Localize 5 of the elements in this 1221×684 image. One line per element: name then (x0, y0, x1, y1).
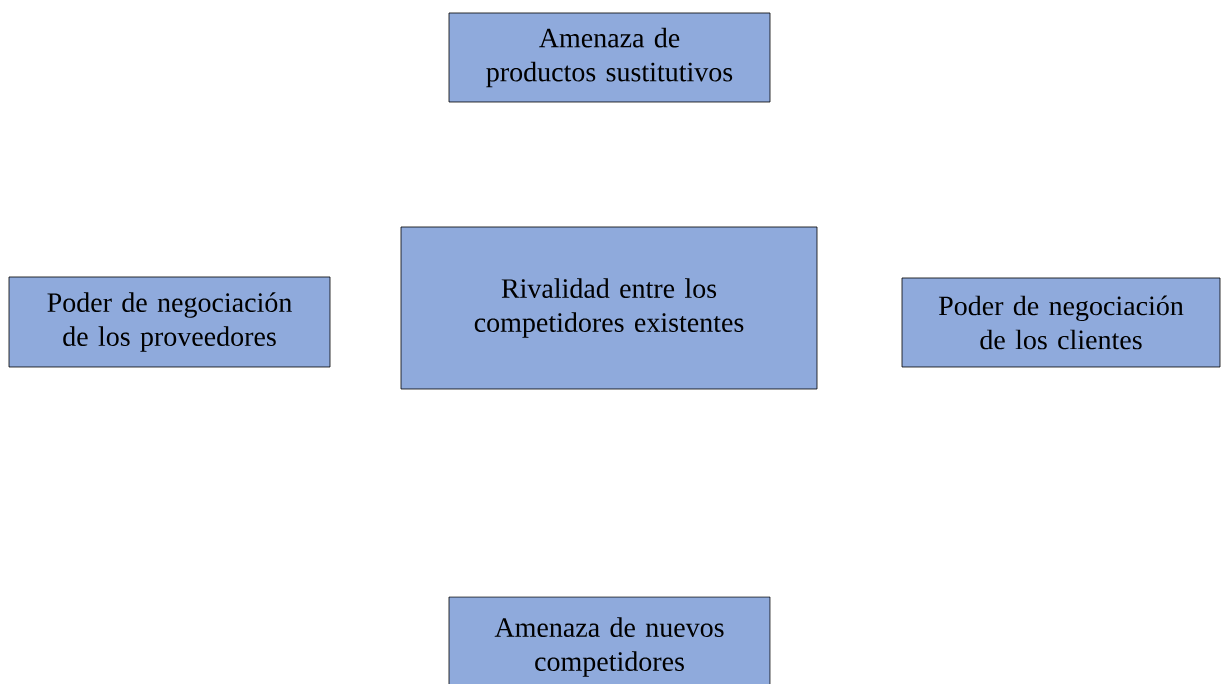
process-box: Amenaza de nuevos competidores (448, 596, 771, 684)
process-box: Rivalidad entre los competidores existentes (400, 226, 818, 390)
process-box: Amenaza de productos sustitutivos (448, 12, 771, 103)
process-box: Poder de negociación de los proveedores (8, 276, 331, 368)
process-box: Poder de negociación de los clientes (901, 277, 1221, 368)
